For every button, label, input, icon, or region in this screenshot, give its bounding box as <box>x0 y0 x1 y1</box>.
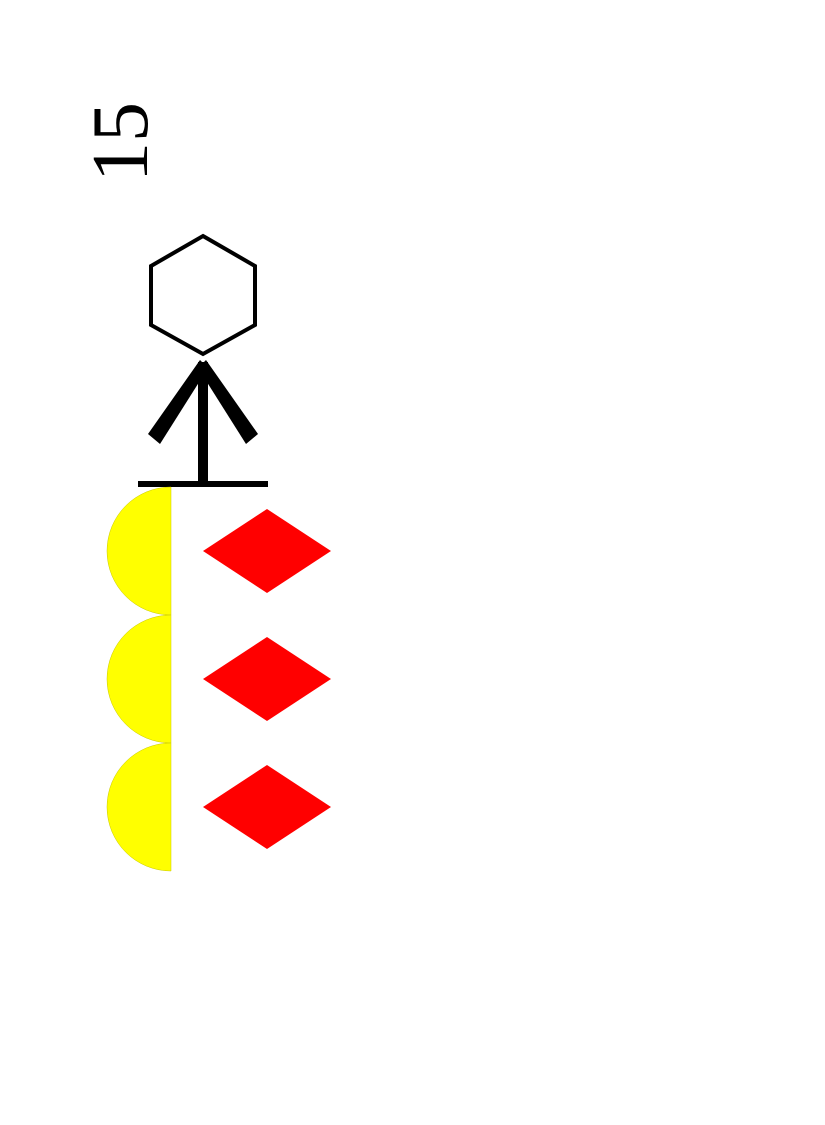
base-line <box>138 481 268 487</box>
diamond <box>203 765 331 849</box>
torso-line <box>198 362 208 484</box>
page-number: 15 <box>77 102 165 182</box>
diamond <box>203 509 331 593</box>
half-circle <box>106 486 172 616</box>
hexagon-head <box>149 233 257 357</box>
diamond <box>203 637 331 721</box>
half-circle <box>106 742 172 872</box>
half-circle-column <box>106 486 172 872</box>
diamond-column <box>203 509 331 849</box>
half-circle <box>106 614 172 744</box>
right-arm <box>198 360 258 444</box>
left-arm <box>148 360 208 444</box>
stick-figure <box>138 233 268 487</box>
